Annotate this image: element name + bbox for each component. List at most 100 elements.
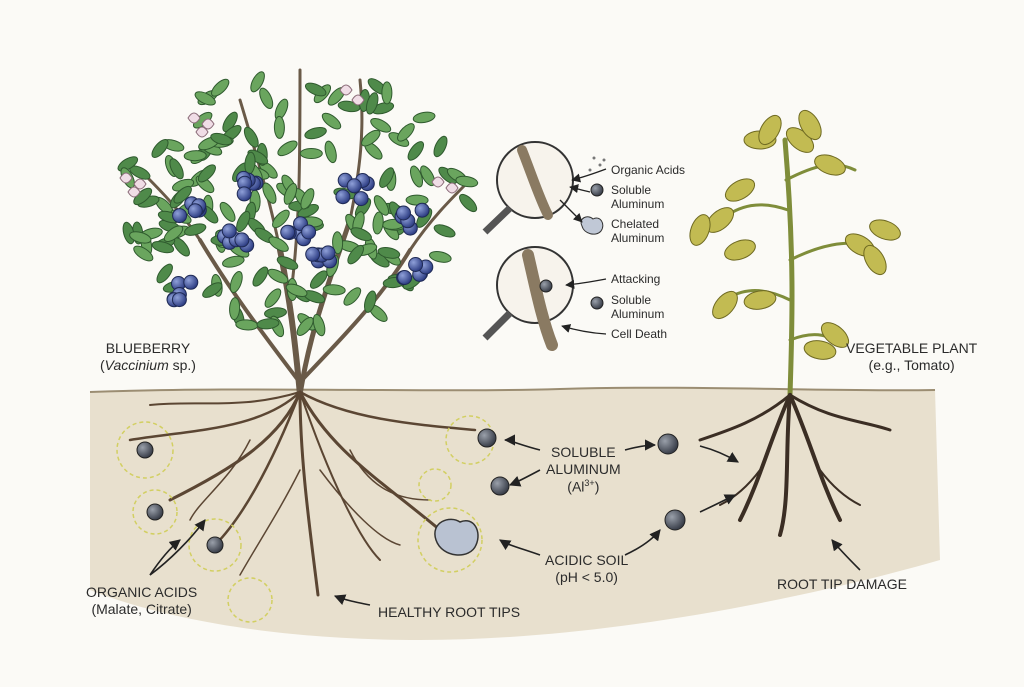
root-tip-damage-label: ROOT TIP DAMAGE	[777, 576, 907, 592]
leaf	[169, 158, 184, 180]
leaf	[173, 185, 192, 204]
leaf	[259, 87, 274, 109]
leaf	[304, 126, 327, 140]
leaf	[343, 287, 362, 306]
blueberry	[183, 274, 199, 290]
leaf	[262, 182, 277, 204]
leaf	[689, 214, 711, 246]
leaf	[296, 316, 314, 336]
leaf	[283, 183, 298, 205]
leaf	[798, 109, 822, 141]
blueberry	[414, 202, 430, 218]
blueberry	[305, 246, 321, 262]
leaf	[252, 266, 269, 287]
blueberry	[234, 232, 250, 248]
magnifier-bottom	[482, 246, 574, 351]
leaf	[133, 245, 154, 262]
leaf	[300, 188, 315, 210]
blueberry-berries	[166, 170, 434, 308]
blueberry-title: BLUEBERRY	[105, 340, 191, 356]
leaf	[312, 313, 326, 337]
leaf	[151, 240, 175, 254]
leaf	[381, 81, 393, 105]
leaf	[219, 201, 236, 222]
leaf	[350, 227, 372, 242]
leaf	[803, 340, 837, 360]
aluminum-ion-formula: (Al3+)	[567, 477, 600, 495]
leaf	[183, 150, 207, 162]
leaf	[304, 82, 327, 97]
tomato-roots	[698, 393, 892, 537]
blueberry	[335, 189, 351, 205]
leaf	[379, 167, 395, 188]
inset-attacking: Attacking	[611, 272, 661, 286]
leaf	[222, 111, 238, 133]
leaf	[285, 283, 308, 298]
magnifier-top	[482, 141, 574, 235]
leaf	[420, 165, 436, 187]
leaf	[332, 231, 344, 255]
leaf	[373, 195, 390, 216]
acidic-soil-label: ACIDIC SOIL (pH < 5.0)	[545, 552, 629, 585]
leaf	[276, 256, 299, 270]
leaf	[412, 111, 436, 124]
tomato-leaves	[689, 109, 901, 360]
leaf	[377, 247, 401, 259]
leaf	[407, 141, 425, 161]
soluble-aluminum-label: SOLUBLE ALUMINUM (Al3+)	[546, 444, 621, 495]
inset-soluble-aluminum-bottom: Soluble Aluminum	[611, 293, 665, 322]
organic-acids-label: ORGANIC ACIDS (Malate, Citrate)	[86, 584, 198, 617]
leaf	[256, 318, 280, 330]
leaf	[264, 288, 282, 308]
leaf	[229, 270, 243, 294]
magnifier-top-particles	[580, 156, 606, 235]
leaf	[433, 135, 448, 158]
leaf	[372, 211, 384, 235]
blueberry	[346, 178, 362, 194]
leaf	[243, 126, 259, 148]
vegetable-label: VEGETABLE PLANT (e.g., Tomato)	[846, 340, 977, 374]
leaf	[712, 290, 738, 320]
leaf	[724, 178, 756, 202]
leaf	[433, 224, 456, 238]
inset-soluble-aluminum-top: Soluble Aluminum	[611, 183, 665, 212]
healthy-root-tips-label: HEALTHY ROOT TIPS	[378, 604, 521, 620]
blueberry	[408, 257, 424, 272]
inset-cell-death: Cell Death	[611, 327, 668, 341]
leaf	[236, 210, 251, 233]
leaf	[758, 114, 782, 146]
leaf	[370, 118, 392, 133]
aluminum-ions-blueberry	[136, 428, 510, 554]
soil-surface-line	[89, 386, 936, 393]
leaf	[197, 164, 216, 183]
soil-layer	[90, 387, 940, 640]
leaf	[347, 244, 365, 265]
blueberry	[353, 191, 369, 207]
leaf	[365, 92, 379, 115]
leaf	[268, 236, 289, 252]
inset-chelated-aluminum: Chelated Aluminum	[611, 217, 665, 246]
leaf	[299, 148, 323, 159]
blueberry	[301, 224, 317, 240]
leaf	[250, 71, 265, 93]
leaf	[194, 91, 216, 106]
leaf	[324, 140, 337, 164]
leaf	[455, 175, 479, 188]
leaf	[863, 244, 887, 276]
leaf	[202, 282, 223, 298]
leaf	[364, 290, 377, 313]
vegetable-example: (e.g., Tomato)	[868, 356, 955, 373]
leaf	[184, 223, 207, 236]
vegetable-title: VEGETABLE PLANT	[846, 340, 978, 356]
leaf	[129, 231, 152, 244]
leaf	[211, 78, 230, 97]
inset-organic-acids: Organic Acids	[611, 163, 686, 177]
blueberry	[236, 186, 252, 202]
leaf	[229, 297, 241, 321]
blueberry-label: BLUEBERRY (Vaccinium sp.)	[100, 340, 196, 374]
leaf	[321, 112, 342, 130]
leaf	[428, 251, 452, 263]
blueberry	[397, 270, 413, 285]
chelated-aluminum-blob	[434, 518, 479, 556]
